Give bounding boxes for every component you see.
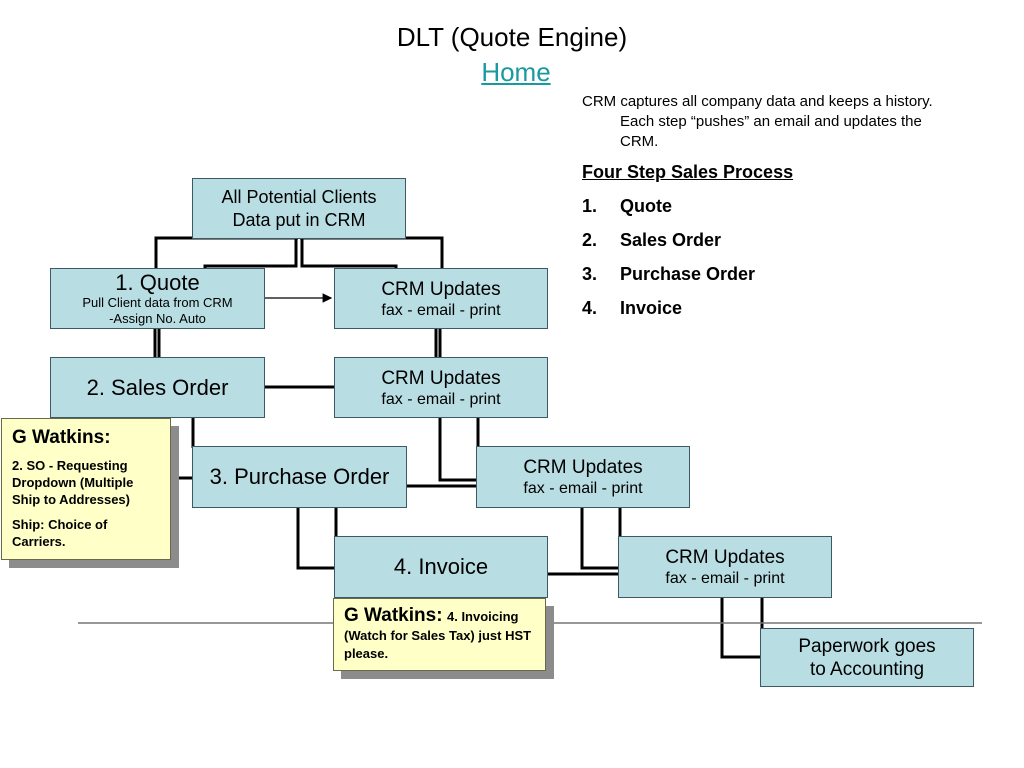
step-item: 2.Sales Order xyxy=(582,230,722,250)
note-invoice-comment: G Watkins: 4. Invoicing (Watch for Sales… xyxy=(333,598,546,671)
note-author: G Watkins: xyxy=(344,605,443,626)
connector-clients-crm1-inner xyxy=(300,238,398,268)
process-description: CRM captures all company data and keeps … xyxy=(582,92,962,318)
box-invoice: 4. Invoice xyxy=(334,536,548,598)
connector-crm4-accounting-a xyxy=(720,597,760,659)
note-sales-order-comment: G Watkins: 2. SO - Requesting Dropdown (… xyxy=(1,418,171,560)
intro-text: CRM captures all company data and keeps … xyxy=(582,93,933,150)
box-crm-updates-3: CRM Updates fax - email - print xyxy=(476,446,690,508)
connector-clients-quote-outer xyxy=(154,236,298,268)
step-item: 4.Invoice xyxy=(582,298,683,318)
home-link[interactable]: Home xyxy=(481,57,551,87)
connector-clients-crm1 xyxy=(300,236,444,268)
connector-crm2-crm3-a xyxy=(438,418,476,482)
quote-title: 1. Quote xyxy=(115,269,200,295)
connector-crm3-crm4-a xyxy=(580,508,618,570)
connector-po-invoice-a xyxy=(296,508,334,570)
process-steps: 1.Quote 2.Sales Order 3.Purchase Order 4… xyxy=(582,196,962,318)
step-item: 3.Purchase Order xyxy=(582,264,756,284)
process-heading: Four Step Sales Process xyxy=(582,162,794,182)
connector-clients-quote xyxy=(203,238,298,268)
box-purchase-order: 3. Purchase Order xyxy=(192,446,407,508)
box-sales-order: 2. Sales Order xyxy=(50,357,265,418)
box-crm-updates-1: CRM Updates fax - email - print xyxy=(334,268,548,329)
box-paperwork-accounting: Paperwork goes to Accounting xyxy=(760,628,974,687)
box-quote: 1. Quote Pull Client data from CRM -Assi… xyxy=(50,268,265,329)
step-item: 1.Quote xyxy=(582,196,672,216)
box-all-clients: All Potential Clients Data put in CRM xyxy=(192,178,406,239)
box-crm-updates-2: CRM Updates fax - email - print xyxy=(334,357,548,418)
box-crm-updates-4: CRM Updates fax - email - print xyxy=(618,536,832,598)
page-title: DLT (Quote Engine) xyxy=(396,22,628,52)
note-author: G Watkins: xyxy=(12,427,111,448)
